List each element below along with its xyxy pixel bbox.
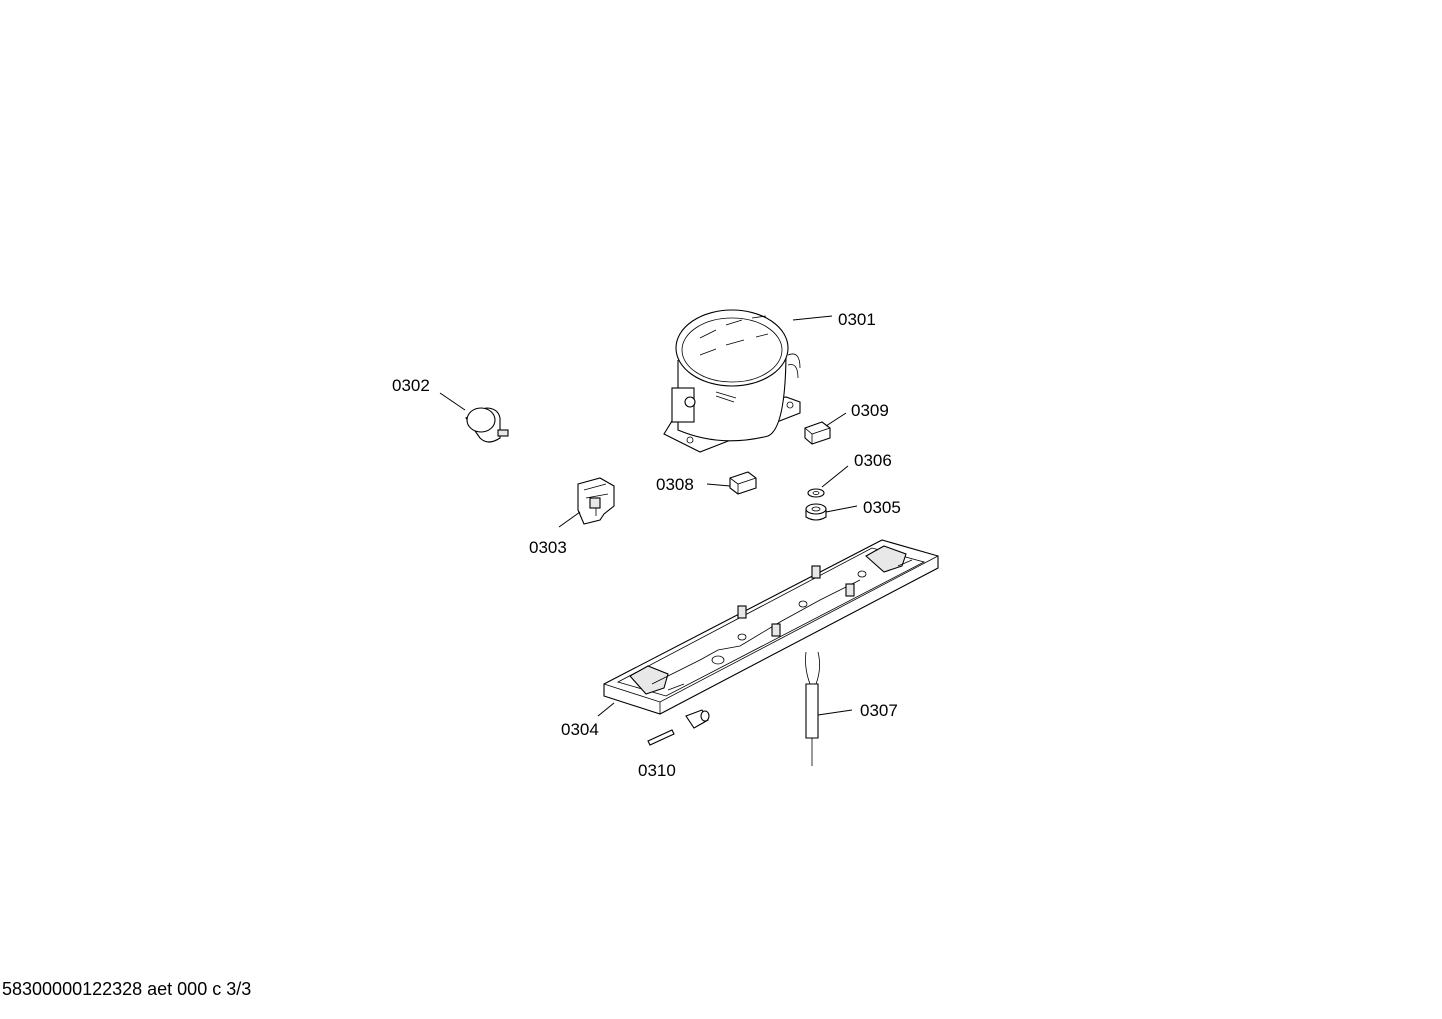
leader-line-0305 (825, 505, 858, 513)
leader-line-0308 (706, 483, 731, 487)
label-0304: 0304 (561, 720, 599, 739)
block-part-0308 (729, 471, 757, 495)
washer-part-0306 (807, 488, 825, 498)
leader-line-0307 (817, 709, 853, 716)
label-0309: 0309 (851, 401, 889, 420)
grommet-part-0305 (805, 503, 827, 521)
mounting-rail-part-0304 (603, 539, 939, 715)
block-part-0309 (804, 421, 831, 445)
leader-line-0302 (439, 392, 466, 411)
leader-line-0304 (597, 702, 615, 717)
sensor-part-0307 (805, 651, 820, 766)
label-0307: 0307 (860, 701, 898, 720)
leader-line-0309 (825, 412, 847, 427)
pin-part-0310 (647, 709, 710, 746)
label-0306: 0306 (854, 451, 892, 470)
cylinder-part-0302 (465, 407, 509, 443)
leader-line-0303 (558, 511, 581, 528)
label-0310: 0310 (638, 761, 676, 780)
leader-line-0301 (792, 315, 833, 321)
document-footer-id: 58300000122328 aet 000 c 3/3 (2, 979, 252, 999)
label-0301: 0301 (838, 310, 876, 329)
label-0302: 0302 (392, 376, 430, 395)
relay-part-0303 (577, 477, 615, 525)
leader-line-0306 (821, 465, 849, 488)
compressor-part (663, 309, 801, 453)
label-0305: 0305 (863, 498, 901, 517)
label-0308: 0308 (656, 475, 694, 494)
label-0303: 0303 (529, 538, 567, 557)
